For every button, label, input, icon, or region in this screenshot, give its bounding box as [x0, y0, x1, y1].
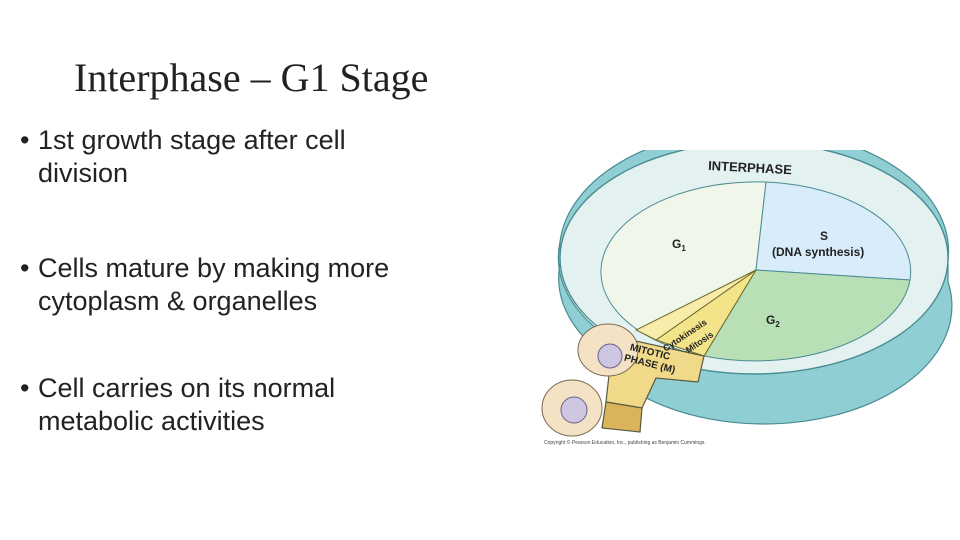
- g2-subscript: 2: [775, 320, 780, 329]
- phase-sectors: [600, 181, 912, 362]
- bullet-marker: •: [20, 253, 30, 283]
- bullet-text-line: division: [38, 158, 129, 188]
- bullet-text-line: 1st growth stage after cell: [38, 125, 346, 155]
- bullet-text-line: cytoplasm & organelles: [38, 286, 318, 316]
- cell-cycle-diagram: INTERPHASE G1 S (DNA synthesis) G2 Cytok…: [541, 150, 953, 446]
- bullet-item: • Cell carries on its normal metabolic a…: [20, 372, 335, 438]
- cell-lower: [541, 379, 603, 437]
- nucleus: [560, 396, 588, 424]
- bullet-text-line: metabolic activities: [38, 406, 265, 436]
- bullet-marker: •: [20, 373, 30, 403]
- mitotic-block-side: [601, 401, 643, 433]
- copyright-caption: Copyright © Pearson Education, Inc., pub…: [544, 439, 706, 446]
- cell-upper: [577, 323, 639, 377]
- g1-subscript: 1: [681, 244, 686, 253]
- cytokinesis-wedge: [634, 269, 757, 341]
- s-sub-label: (DNA synthesis): [772, 245, 864, 259]
- bullet-marker: •: [20, 125, 30, 155]
- nucleus: [597, 343, 623, 369]
- g2-label: G2: [766, 313, 780, 329]
- bullet-text-line: Cell carries on its normal: [38, 373, 336, 403]
- bullet-item: • Cells mature by making more cytoplasm …: [20, 252, 389, 318]
- slide-title: Interphase – G1 Stage: [74, 55, 429, 100]
- g2-sector: [703, 269, 911, 362]
- bullet-text-line: Cells mature by making more: [38, 253, 390, 283]
- g1-label: G1: [672, 237, 686, 253]
- bullet-item: • 1st growth stage after cell division: [20, 124, 346, 190]
- s-label: S: [820, 229, 828, 243]
- interphase-label: INTERPHASE: [708, 158, 793, 177]
- s-sector: [755, 181, 912, 281]
